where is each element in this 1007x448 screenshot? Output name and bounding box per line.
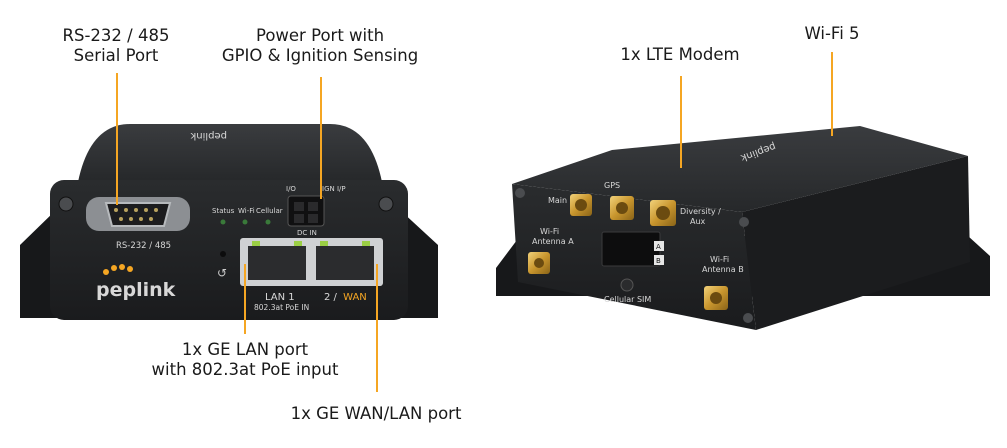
wan-label: 2 / WAN (324, 292, 367, 303)
peplink-logo-dots (103, 264, 133, 275)
led-label-cellular: Cellular (256, 207, 283, 215)
reset-button (220, 251, 226, 257)
sim-slot-a (654, 241, 664, 251)
sim-tray (601, 231, 661, 267)
sim-eject-button (620, 278, 634, 292)
lan1-act-led (294, 241, 302, 246)
sim-slot-a-label: A (656, 243, 661, 251)
sim-slot-b-label: B (656, 257, 661, 265)
wan-port (316, 246, 374, 280)
lan1-link-led (252, 241, 260, 246)
io-label: I/O (286, 185, 296, 193)
lan1-port (248, 246, 306, 280)
power-pin (294, 202, 304, 211)
back-side-face (742, 156, 970, 330)
wan-label-num: 2 / (324, 292, 338, 303)
wifi-a-label-1: Wi-Fi (540, 227, 559, 236)
front-brand-logo: peplink (96, 279, 176, 301)
callout-power-line2: GPIO & Ignition Sensing (221, 46, 419, 65)
callout-serial-port: RS-232 / 485 Serial Port (60, 26, 172, 66)
wan-act-led (362, 241, 370, 246)
front-device: ↺ peplink peplink RS-232 / 485 Status Wi… (20, 124, 438, 320)
gps-connector (610, 196, 634, 220)
diversity-label-2: Aux (690, 217, 706, 226)
status-led (220, 219, 226, 225)
gps-label: GPS (604, 181, 620, 190)
callout-serial-line1: RS-232 / 485 (62, 26, 170, 45)
sim-slot-b (654, 255, 664, 265)
wan-link-led (320, 241, 328, 246)
serial-pins (114, 208, 158, 221)
back-screw-2 (739, 217, 749, 227)
callout-power-port: Power Port with GPIO & Ignition Sensing (215, 26, 425, 66)
back-screw-1 (515, 188, 525, 198)
serial-label: RS-232 / 485 (116, 241, 171, 251)
corner-screw-tl (58, 196, 74, 212)
dc-in-label: DC IN (297, 229, 317, 237)
wifi-a-label-2: Antenna A (532, 237, 574, 246)
lan1-label: LAN 1 (265, 292, 295, 303)
callout-lan-line2: with 802.3at PoE input (151, 360, 339, 379)
leader-wifi (831, 52, 833, 136)
wifi-b-label-2: Antenna B (702, 265, 744, 274)
callout-wifi: Wi-Fi 5 (804, 24, 860, 43)
power-connector (287, 195, 325, 227)
callout-lte-modem: 1x LTE Modem (620, 45, 740, 64)
power-pin (308, 214, 318, 223)
corner-screw-tr (378, 196, 394, 212)
wifi-antenna-a-connector (528, 252, 550, 274)
callout-serial-line2: Serial Port (73, 46, 159, 65)
lte-diversity-connector (650, 200, 676, 226)
leader-power (320, 77, 322, 199)
callout-wan-port: 1x GE WAN/LAN port (290, 404, 462, 423)
main-label: Main (548, 196, 567, 205)
wifi-b-label-1: Wi-Fi (710, 255, 729, 264)
front-top-cover (78, 124, 382, 182)
back-top-cover (512, 126, 968, 212)
lte-main-connector (570, 194, 592, 216)
leader-lte (680, 76, 682, 168)
power-pin (294, 214, 304, 223)
wifi-led (242, 219, 248, 225)
sim-label: Cellular SIM (604, 295, 651, 304)
back-screw-3 (743, 313, 753, 323)
cellular-led (265, 219, 271, 225)
poe-label: 802.3at PoE IN (254, 303, 309, 312)
leader-serial (116, 73, 118, 205)
wifi-antenna-b-connector (704, 286, 728, 310)
leader-lan (244, 264, 246, 334)
callout-lan-line1: 1x GE LAN port (181, 340, 309, 359)
reset-icon: ↺ (217, 266, 227, 280)
led-label-status: Status (212, 207, 235, 215)
diversity-label-1: Diversity / (680, 207, 721, 216)
leader-wan (376, 264, 378, 392)
callout-lan-port: 1x GE LAN port with 802.3at PoE input (140, 340, 350, 380)
callout-power-line1: Power Port with (255, 26, 385, 45)
power-pin (308, 202, 318, 211)
front-brand-top: peplink (190, 130, 227, 141)
wan-label-word: WAN (343, 292, 367, 303)
ign-label: IGN I/P (322, 185, 346, 193)
serial-port-connector (104, 202, 172, 227)
back-device: A B peplink GPS Main Diversity / Aux Wi-… (496, 126, 990, 330)
led-label-wifi: Wi-Fi (238, 207, 255, 215)
